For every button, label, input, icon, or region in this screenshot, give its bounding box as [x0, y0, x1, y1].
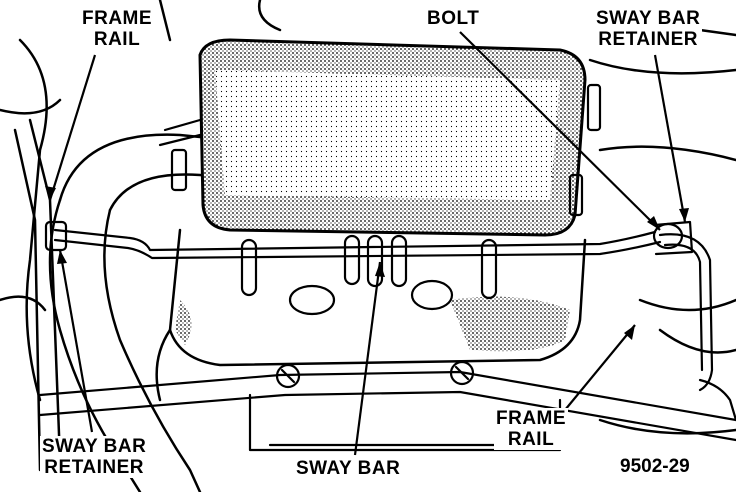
label-line: BOLT [427, 8, 480, 29]
exhaust-pipe [58, 133, 232, 202]
left-retainer-bushing [44, 220, 68, 252]
label-line: RAIL [93, 29, 141, 50]
housing-slot [390, 234, 408, 288]
label-frame-rail-bottom: FRAME RAIL [494, 408, 569, 450]
label-line: SWAY BAR [42, 436, 147, 457]
label-line: SWAY BAR [296, 458, 401, 479]
background-body-outline [638, 298, 736, 312]
clamp [158, 118, 202, 147]
housing-hole [288, 284, 336, 316]
label-line: FRAME [82, 8, 153, 29]
label-sway-bar-retainer-top: SWAY BAR RETAINER [594, 8, 703, 50]
background-body-outline [257, 0, 282, 32]
left-frame-rail [28, 118, 62, 462]
sway-bar-arm [658, 233, 714, 392]
housing-body [168, 228, 587, 367]
background-body-outline [698, 378, 736, 422]
label-sway-bar-retainer-bottom: SWAY BAR RETAINER [40, 436, 149, 478]
clamp-bolt [568, 173, 584, 217]
left-frame-rail [13, 128, 42, 472]
label-bolt: BOLT [425, 8, 482, 29]
arrowhead [375, 262, 385, 277]
leader-retainer-top [653, 54, 687, 223]
background-body-outline [598, 145, 736, 162]
label-line: SWAY BAR [596, 8, 701, 29]
arrowhead [679, 208, 689, 222]
housing-shade [175, 300, 192, 345]
housing-slot [343, 234, 361, 286]
exhaust-pipe [108, 173, 232, 212]
sway-bar [53, 228, 657, 252]
leader-sway-bar [353, 261, 382, 456]
leader-retainer-bottom [58, 249, 94, 433]
leader-bolt [459, 31, 661, 231]
label-line: FRAME [496, 408, 567, 429]
label-frame-rail-top: FRAME RAIL [80, 8, 155, 50]
label-line: RAIL [507, 429, 555, 450]
clamp-bolt [586, 83, 602, 132]
canister-highlight [215, 70, 560, 200]
label-line: RETAINER [598, 29, 699, 50]
background-body-outline [588, 58, 736, 75]
label-sway-bar: SWAY BAR [294, 458, 403, 479]
mount-bolt [449, 360, 475, 386]
arrowhead [45, 186, 56, 200]
leader-frame-rail-bottom [564, 324, 636, 411]
mount-bolt [280, 365, 470, 384]
housing-hole [410, 279, 454, 311]
figure-number: 9502-29 [620, 456, 690, 477]
arrowhead [647, 216, 660, 230]
right-retainer-bracket [653, 220, 694, 256]
mount-bolt [275, 363, 301, 389]
housing-slot [240, 238, 258, 297]
sway-bar [53, 238, 662, 260]
background-body-outline [0, 295, 47, 312]
lower-frame-rail [38, 390, 736, 442]
lower-frame-rail [38, 370, 736, 422]
background-body-outline [0, 98, 62, 115]
housing-shade [450, 296, 570, 352]
housing-slot [366, 234, 384, 288]
arrowhead [624, 325, 635, 340]
label-line: RETAINER [44, 457, 145, 478]
housing-body [155, 328, 172, 402]
background-body-outline [18, 38, 48, 402]
exhaust-pipe [103, 208, 202, 492]
background-body-outline [598, 418, 736, 435]
clamp-bolt [170, 148, 188, 192]
background-body-outline [158, 0, 172, 42]
housing-slot [480, 238, 498, 300]
background-body-outline [658, 328, 736, 354]
leader-frame-rail-top [48, 54, 97, 201]
arrowhead [57, 250, 67, 264]
